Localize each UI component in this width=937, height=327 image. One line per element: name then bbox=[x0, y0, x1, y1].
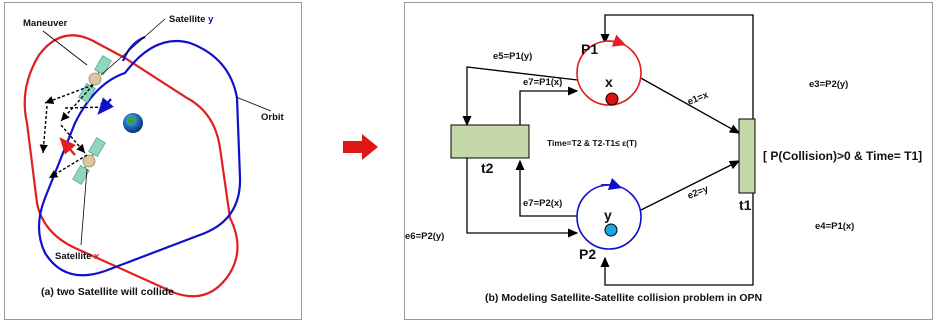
transition-t2 bbox=[450, 124, 530, 159]
t1-guard: [ P(Collision)>0 & Time= T1] bbox=[763, 149, 922, 163]
blue-orbit-tail bbox=[121, 35, 146, 62]
satellite-y-icon bbox=[78, 55, 112, 103]
orbit-label: Orbit bbox=[261, 112, 285, 123]
opn-arcs bbox=[462, 14, 754, 286]
place-p2-label: P2 bbox=[579, 246, 596, 262]
p2-token bbox=[604, 223, 618, 237]
right-caption: (b) Modeling Satellite-Satellite collisi… bbox=[485, 292, 762, 304]
opn-model-panel: P1 x P2 y t2 t1 Time=T2 & T2-T1≤ ε(T) [ … bbox=[404, 2, 933, 320]
t2-guard: Time=T2 & T2-T1≤ ε(T) bbox=[547, 138, 637, 148]
p1-token bbox=[605, 92, 619, 106]
blue-orbit bbox=[37, 39, 242, 277]
left-caption: (a) two Satellite will collide bbox=[41, 286, 174, 298]
satellite-collision-panel: Maneuver Satellite y Orbit Satellite x (… bbox=[4, 2, 302, 320]
arc-e7-bottom bbox=[515, 159, 577, 217]
satellite-x-label: Satellite x bbox=[55, 251, 100, 262]
arc-e3 bbox=[600, 14, 754, 119]
satellite-scene: Maneuver Satellite y Orbit Satellite x (… bbox=[23, 14, 285, 298]
arc-e5-label: e5=P1(y) bbox=[493, 51, 532, 62]
earth-continent bbox=[127, 116, 137, 125]
red-direction-arrow bbox=[59, 137, 76, 156]
satellite-y-label: Satellite y bbox=[169, 14, 214, 25]
arc-e6-label: e6=P2(y) bbox=[405, 231, 444, 242]
blue-direction-arrow bbox=[97, 97, 114, 115]
place-p1-label: P1 bbox=[581, 41, 598, 57]
opn-diagram: P1 x P2 y t2 t1 Time=T2 & T2-T1≤ ε(T) [ … bbox=[405, 14, 922, 304]
arc-e4-label: e4=P1(x) bbox=[815, 221, 854, 232]
arc-e2 bbox=[638, 160, 741, 212]
arc-e3-label: e3=P2(y) bbox=[809, 79, 848, 90]
arc-e4 bbox=[600, 193, 754, 286]
transition-t2-label: t2 bbox=[481, 160, 494, 176]
big-right-arrow-icon bbox=[343, 134, 378, 160]
arc-e5 bbox=[462, 66, 604, 127]
place-p2-token-label: y bbox=[604, 207, 612, 223]
arc-e7-top-label: e7=P1(x) bbox=[523, 77, 562, 88]
maneuver-leader bbox=[42, 30, 88, 66]
place-p1-token-label: x bbox=[605, 74, 613, 90]
orbit-leader bbox=[235, 96, 272, 112]
p1-rotation-arrow-icon bbox=[604, 34, 626, 47]
maneuver-arrows bbox=[39, 84, 110, 179]
satellite-x-leader bbox=[80, 168, 88, 246]
satellite-y-leader bbox=[100, 18, 166, 76]
arc-e7-top bbox=[519, 86, 579, 125]
arc-e1 bbox=[638, 76, 741, 134]
arc-e6 bbox=[466, 158, 579, 238]
p2-rotation-arrow-icon bbox=[600, 177, 623, 191]
arc-e1-label: e1=x bbox=[686, 89, 711, 107]
red-orbit bbox=[23, 34, 239, 298]
transition-t1-label: t1 bbox=[739, 197, 752, 213]
arc-e7-bottom-label: e7=P2(x) bbox=[523, 198, 562, 209]
satellite-x-icon bbox=[72, 137, 106, 185]
maneuver-label: Maneuver bbox=[23, 18, 68, 29]
transition-t1 bbox=[738, 118, 756, 194]
